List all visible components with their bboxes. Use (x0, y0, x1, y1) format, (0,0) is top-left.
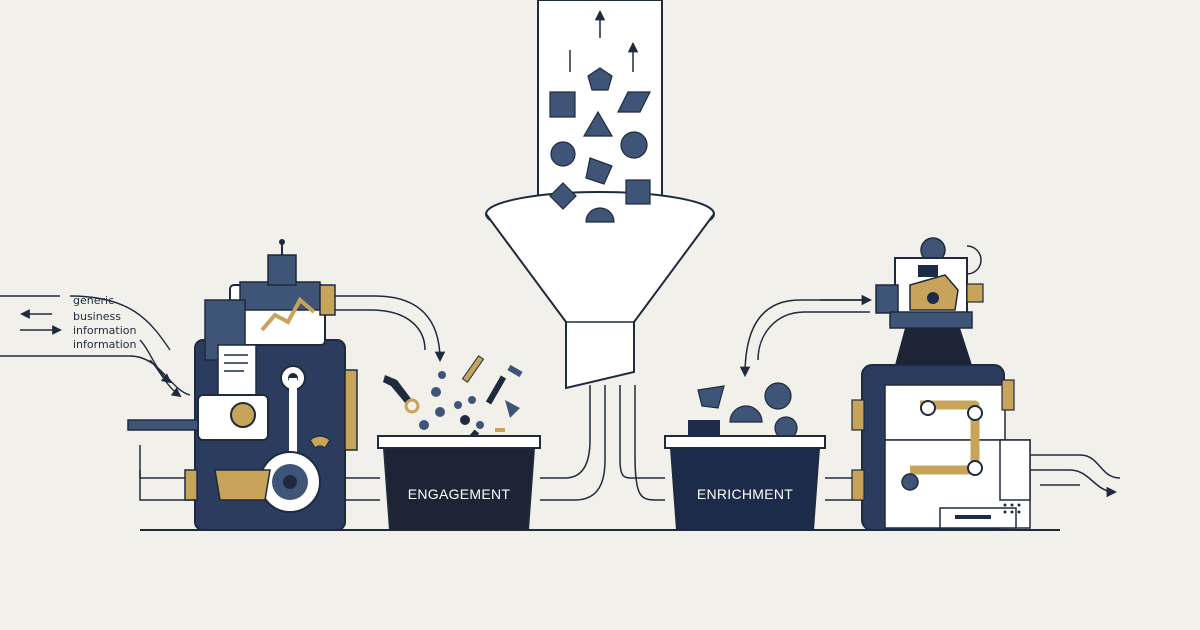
side-label-information-1: information (73, 324, 137, 337)
pipes (139, 294, 1121, 501)
engagement-label: ENGAGEMENT (407, 486, 511, 502)
enrichment-label: ENRICHMENT (696, 486, 794, 502)
enrichment-bin (664, 382, 826, 531)
right-machine (851, 237, 1031, 531)
side-label-information-2: information (73, 338, 137, 351)
side-label-generic: generic (73, 294, 115, 307)
chute-shapes (549, 9, 651, 223)
funnel (485, 0, 715, 390)
engagement-bin (377, 435, 541, 531)
left-machine (127, 239, 358, 531)
side-label-business: business (73, 310, 121, 323)
input-lines (0, 295, 191, 398)
falling-tools (383, 355, 523, 443)
